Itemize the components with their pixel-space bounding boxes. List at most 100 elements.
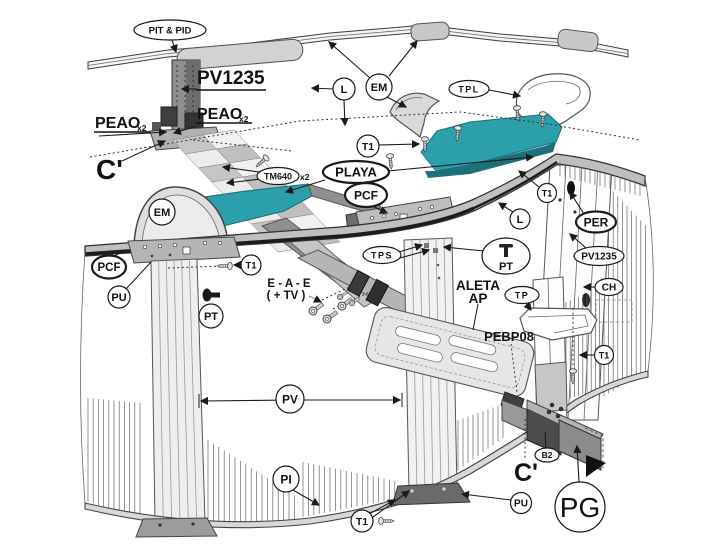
rail-sleeve	[410, 21, 450, 42]
svg-text:PER: PER	[584, 216, 609, 230]
label-aleta-ap: ALETA AP	[456, 278, 500, 306]
label-eae: E - A - E ( + TV )	[267, 278, 311, 302]
callout-pit-pid: PIT & PID	[133, 19, 207, 41]
tps-groove	[433, 248, 438, 253]
callout-pv: PV	[275, 384, 305, 414]
callout-t1-a: T1	[356, 134, 380, 158]
svg-text:PI: PI	[280, 473, 291, 487]
svg-text:x2: x2	[137, 123, 147, 133]
svg-text:PG: PG	[560, 492, 600, 523]
callout-pt-big: PT	[481, 237, 531, 275]
bolt-icon	[320, 308, 340, 326]
svg-text:x2: x2	[239, 114, 249, 124]
t1-screw-icon	[216, 261, 233, 271]
hardware-icons	[202, 153, 577, 525]
callout-pi: PI	[272, 465, 300, 493]
svg-text:AP: AP	[469, 291, 488, 306]
leader-lines	[98, 39, 596, 518]
left-post-base	[135, 517, 218, 538]
callout-em-top: EM	[365, 73, 393, 101]
callout-pg: PG	[554, 481, 606, 533]
callout-tps: TPS	[362, 245, 402, 265]
callout-t1-b: T1	[536, 182, 558, 204]
svg-text:PLAYA: PLAYA	[335, 165, 377, 180]
svg-text:PCF: PCF	[354, 189, 378, 203]
callout-pt-left: PT	[198, 303, 224, 329]
top-rail	[87, 21, 629, 71]
svg-text:TPS: TPS	[371, 251, 393, 261]
svg-text:TM640: TM640	[264, 172, 292, 182]
bolt-icon	[335, 289, 349, 302]
bottom-rail	[80, 176, 654, 529]
wall-ticks-under-rail	[559, 162, 641, 196]
callout-l-top: L	[332, 77, 356, 101]
step-platform	[365, 306, 535, 398]
svg-text:E - A - E: E - A - E	[267, 278, 311, 290]
section-lines	[89, 111, 641, 458]
callout-pcf-center: PCF	[343, 181, 389, 209]
label-c-prime-bottom: C'	[514, 459, 538, 487]
svg-text:CH: CH	[602, 283, 616, 294]
callout-b2: B2	[534, 447, 560, 463]
callouts: PIT & PID PV1235 PEAO x2 PEAO x2 C' TM64…	[90, 19, 625, 533]
svg-text:T1: T1	[356, 516, 368, 528]
svg-text:x2: x2	[300, 172, 310, 182]
callout-tpl: TPL	[448, 79, 490, 99]
callout-pcf-left: PCF	[90, 254, 128, 280]
svg-text:L: L	[341, 84, 348, 96]
svg-text:B2: B2	[542, 450, 553, 460]
svg-text:L: L	[517, 214, 524, 226]
svg-text:PV: PV	[282, 393, 298, 407]
eae-clamp	[346, 269, 371, 297]
svg-text:EM: EM	[371, 82, 388, 94]
pool-wall-hatch-bottom	[87, 398, 504, 523]
callout-tp: TP	[504, 285, 540, 305]
svg-text:TPL: TPL	[458, 85, 480, 95]
svg-text:PT: PT	[204, 311, 218, 323]
eae-clamp	[365, 278, 390, 307]
svg-text:PV1235: PV1235	[581, 252, 617, 263]
svg-text:T1: T1	[362, 141, 374, 153]
step-hook	[519, 307, 598, 341]
svg-text:PEAO: PEAO	[95, 115, 140, 132]
svg-text:PT: PT	[499, 261, 513, 273]
peao-connector	[160, 106, 178, 127]
inner-column	[519, 276, 598, 428]
svg-text:PEAO: PEAO	[197, 106, 242, 123]
callout-l-right: L	[509, 208, 531, 230]
em-saddle-part	[389, 92, 441, 139]
label-pv1235-top: PV1235	[196, 68, 266, 91]
callout-per: PER	[574, 210, 618, 234]
callout-t1-c: T1	[593, 344, 615, 366]
t1-screw-icon	[378, 517, 395, 525]
svg-text:PU: PU	[111, 292, 126, 304]
svg-text:T1: T1	[599, 351, 610, 361]
tps-groove	[424, 243, 429, 248]
svg-text:ALETA: ALETA	[456, 278, 500, 293]
callout-playa: PLAYA	[321, 159, 391, 185]
left-post-assembly	[127, 236, 241, 524]
callout-t1-d: T1	[240, 254, 262, 276]
svg-text:PV1235: PV1235	[197, 68, 265, 89]
callout-pv1235-right: PV1235	[573, 245, 625, 267]
screw-icon	[385, 152, 396, 170]
svg-text:PU: PU	[514, 499, 528, 510]
svg-text:T1: T1	[542, 189, 553, 199]
svg-text:( + TV ): ( + TV )	[267, 290, 306, 302]
callout-ch: CH	[594, 277, 624, 297]
pt-pin-icon	[202, 288, 220, 302]
svg-text:EM: EM	[154, 207, 171, 219]
svg-text:PIT & PID: PIT & PID	[149, 26, 192, 37]
pg-beam-assembly	[501, 399, 606, 477]
per-slot	[582, 293, 590, 307]
pt-rivet-icon	[499, 244, 513, 257]
svg-text:PCF: PCF	[98, 262, 121, 274]
callout-pu-left: PU	[107, 285, 131, 309]
rail-sleeve	[557, 28, 599, 53]
label-peao-left: PEAO x2	[94, 115, 150, 133]
svg-text:T1: T1	[245, 261, 257, 272]
center-post-base	[391, 482, 471, 506]
label-pebp08: PEBP08	[484, 329, 534, 344]
callout-pu-bottom: PU	[509, 491, 533, 515]
